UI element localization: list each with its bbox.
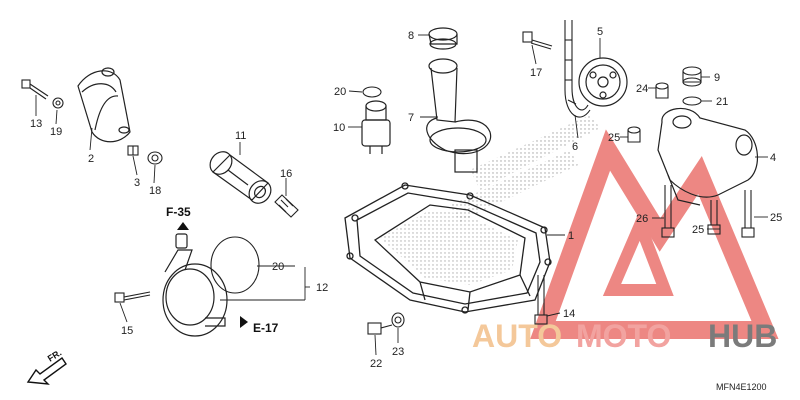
part-label: 1 — [568, 230, 574, 242]
part-label: 22 — [370, 358, 382, 370]
oil-pan-shading — [380, 210, 518, 285]
bolt-26 — [661, 185, 675, 238]
chain-6 — [564, 20, 591, 118]
strainer-part — [426, 58, 492, 173]
part-label: 8 — [408, 30, 414, 42]
part-label: 25 — [608, 132, 620, 144]
watermark-auto: AUTO — [472, 318, 562, 354]
collar-24-top — [655, 82, 669, 99]
part-label: 10 — [333, 122, 345, 134]
bolt-17 — [522, 31, 553, 50]
seal-8 — [428, 27, 458, 50]
ref-arrow-e17 — [240, 316, 248, 328]
washer-23 — [391, 312, 405, 328]
part-label: 11 — [235, 130, 246, 142]
watermark-moto: MOTO — [576, 318, 671, 354]
bolt-25-right — [741, 190, 755, 238]
ref-label-f35: F-35 — [166, 205, 191, 219]
diagram-code: MFN4E1200 — [716, 382, 767, 392]
o-ring-20-right — [682, 96, 702, 106]
part-label: 13 — [30, 118, 42, 130]
washer-19 — [52, 97, 64, 109]
part-label: 7 — [408, 112, 414, 124]
part-label: 2 — [88, 153, 94, 165]
cover-part — [77, 67, 131, 143]
part-label: 17 — [530, 67, 542, 79]
part-label: 19 — [50, 126, 62, 138]
bolt-14 — [534, 275, 548, 325]
part-label: 18 — [149, 185, 161, 197]
part-labels: 2 13 19 3 18 11 16 20 12 15 20 10 7 8 17… — [30, 26, 782, 370]
part-label: 23 — [392, 346, 404, 358]
part-label: 24 — [636, 83, 648, 95]
ref-label-e17: E-17 — [253, 321, 279, 335]
collar-9 — [682, 66, 702, 87]
collar-24-mid — [627, 126, 641, 143]
part-label: 25 — [770, 212, 782, 224]
oil-pan-part — [344, 182, 552, 314]
bolt-13 — [21, 79, 49, 100]
part-label: 14 — [563, 308, 575, 320]
oil-pump-part — [657, 107, 759, 206]
part-label: 20 — [334, 86, 346, 98]
part-label: 4 — [770, 152, 776, 164]
part-label: 6 — [572, 141, 578, 153]
spring-16 — [274, 194, 299, 218]
part-label: 25 — [692, 224, 704, 236]
front-arrow-icon — [26, 357, 67, 385]
part-label: 15 — [121, 325, 133, 337]
part-label: 3 — [134, 177, 140, 189]
watermark-triangle — [530, 129, 779, 339]
part-label: 20 — [272, 261, 284, 273]
drain-bolt-22 — [367, 322, 393, 335]
relief-valve-10 — [361, 100, 391, 154]
part-label: 9 — [714, 72, 720, 84]
part-label: 16 — [280, 168, 292, 180]
part-label: 21 — [716, 96, 728, 108]
watermark-logo: AUTO MOTO HUB — [472, 318, 777, 354]
oil-filter-part — [209, 151, 272, 204]
bolt-25-left — [707, 200, 721, 235]
part-label: 12 — [316, 282, 328, 294]
cap-18 — [147, 151, 163, 165]
ref-arrow-f35 — [177, 222, 189, 230]
o-ring-21 — [210, 236, 260, 294]
part-label: 5 — [597, 26, 603, 38]
o-ring-20-left — [362, 86, 382, 98]
bolt-3 — [127, 145, 139, 156]
sprocket-5 — [578, 57, 628, 107]
bolt-15 — [114, 291, 151, 303]
watermark-hub: HUB — [708, 318, 777, 354]
oil-cooler-part — [162, 233, 228, 337]
leader-lines — [35, 34, 768, 356]
part-label: 26 — [636, 213, 648, 225]
shading — [450, 115, 600, 222]
